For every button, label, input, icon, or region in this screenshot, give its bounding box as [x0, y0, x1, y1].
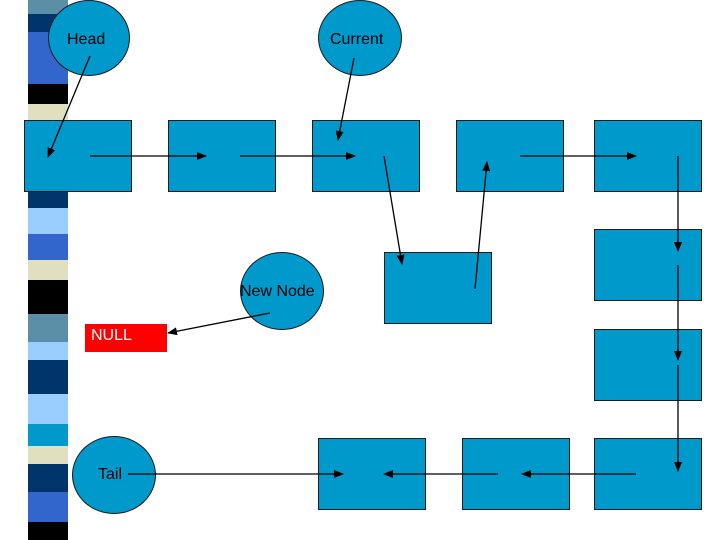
stripe-block [28, 84, 68, 104]
new-node-arrow [167, 312, 271, 336]
stripe-block [28, 492, 68, 522]
stripe-block [28, 424, 68, 446]
tail-label: Tail [98, 466, 123, 483]
head-arrow [47, 55, 91, 158]
list-node-7 [594, 329, 702, 401]
stripe-block [28, 104, 68, 120]
new-node-label: New Node [240, 283, 315, 300]
stripe-block [28, 522, 68, 540]
head-label: Head [67, 31, 106, 48]
stripe-block [28, 360, 68, 394]
stripe-block [28, 0, 68, 14]
stripe-block [28, 314, 68, 342]
stripe-block [28, 208, 68, 234]
stripe-block [28, 280, 68, 314]
stripe-block [28, 394, 68, 424]
stripe-block [28, 260, 68, 280]
stripe-block [28, 464, 68, 492]
stripe-block [28, 234, 68, 260]
insert-link-arrow [474, 161, 491, 290]
current-pointer-circle [318, 0, 402, 76]
insert-link-arrow [383, 155, 405, 265]
new-node-pointer-circle [240, 252, 324, 330]
stripe-block [28, 342, 68, 360]
head-pointer-circle [48, 0, 130, 76]
null-box: NULL [85, 324, 167, 352]
stripe-block [28, 446, 68, 464]
tail-pointer-circle [72, 436, 156, 514]
current-arrow [335, 57, 355, 141]
current-label: Current [330, 31, 384, 48]
stripe-block [28, 190, 68, 208]
list-node-6 [594, 229, 702, 301]
